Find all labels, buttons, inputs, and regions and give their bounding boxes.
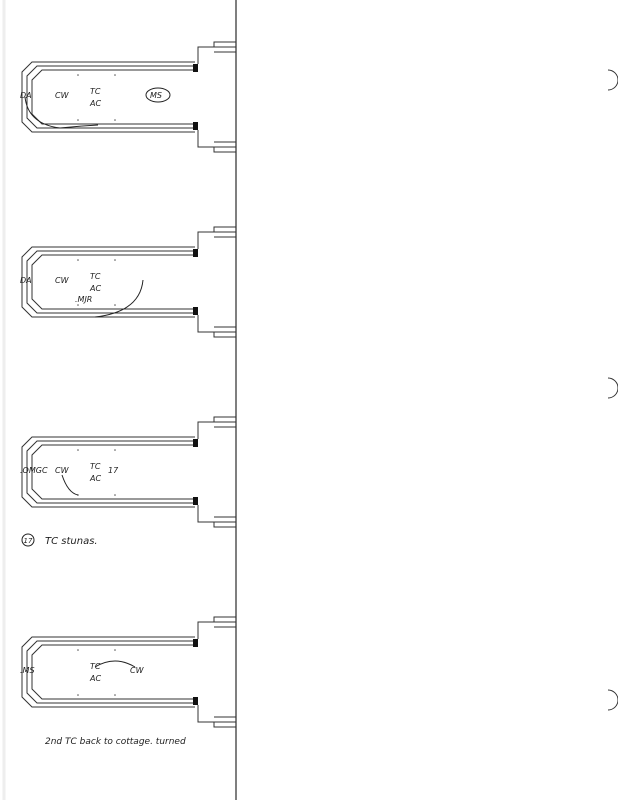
track-outline (31, 644, 195, 700)
marker-dot (114, 494, 116, 496)
track-outline (31, 69, 195, 125)
note-1-text: TC stunas. (45, 536, 98, 547)
ac-label: AC (89, 474, 101, 483)
marker-dot (77, 259, 79, 261)
connector-top (197, 416, 236, 439)
marker-dot (114, 449, 116, 451)
note-2-text: 2nd TC back to cottage. turned (45, 737, 186, 747)
left-label: .MS (20, 666, 35, 675)
cw-label: CW (55, 466, 70, 475)
track-outline (21, 636, 195, 708)
ink-arrow (61, 474, 79, 496)
end-block-top (193, 64, 198, 72)
connector-bottom (197, 705, 236, 728)
end-block-bottom (193, 122, 198, 130)
connector-bottom (197, 505, 236, 528)
connector-top (197, 41, 236, 64)
track-outline (26, 640, 195, 704)
tc-label: TC (90, 87, 101, 96)
track-outline (21, 246, 195, 318)
marker-dot (77, 119, 79, 121)
tunnel-diagram-3: .OMGC CW TC AC 17 (20, 416, 236, 528)
ac-label: AC (89, 674, 101, 683)
ink-arrow (94, 660, 136, 668)
ink-arrow (24, 96, 99, 129)
tc-label: TC (90, 272, 101, 281)
left-label: .OMGC (20, 466, 48, 475)
track-outline (21, 436, 195, 508)
right-label: .MJR (75, 295, 92, 304)
marker-dot (77, 449, 79, 451)
binder-hole-2 (607, 377, 618, 399)
ink-arrow (94, 279, 144, 318)
right-label: CW (130, 666, 145, 675)
marker-dot (77, 649, 79, 651)
note-1-number: 17 (24, 537, 33, 545)
marker-dot (114, 74, 116, 76)
left-label: DA (20, 276, 32, 285)
marker-dot (77, 304, 79, 306)
tc-label: TC (90, 462, 101, 471)
track-outline (26, 250, 195, 314)
binder-hole-3 (607, 689, 618, 711)
track-outline (21, 61, 195, 133)
end-block-bottom (193, 497, 198, 505)
track-outline (31, 254, 195, 310)
marker-dot (77, 694, 79, 696)
end-block-bottom (193, 307, 198, 315)
ac-label: AC (89, 284, 101, 293)
end-block-top (193, 639, 198, 647)
marker-dot (77, 74, 79, 76)
note-number-circle (21, 533, 35, 547)
tunnel-diagram-2: DA CW TC AC .MJR (20, 226, 236, 338)
right-label: MS (150, 91, 162, 100)
connector-top (197, 226, 236, 249)
end-block-bottom (193, 697, 198, 705)
right-label: 17 (108, 466, 119, 475)
end-block-top (193, 439, 198, 447)
marker-dot (114, 649, 116, 651)
marker-dot (114, 304, 116, 306)
marker-dot (114, 694, 116, 696)
track-outline (26, 440, 195, 504)
cw-label: CW (55, 91, 70, 100)
binder-hole-1 (607, 69, 618, 91)
cw-label: CW (55, 276, 70, 285)
end-block-top (193, 249, 198, 257)
left-label: DA (20, 91, 32, 100)
ac-label: AC (89, 99, 101, 108)
tunnel-diagram-1: DA CW TC AC MS (20, 41, 236, 153)
connector-bottom (197, 315, 236, 338)
marker-dot (114, 119, 116, 121)
circled-label (145, 87, 171, 103)
track-outline (31, 444, 195, 500)
connector-bottom (197, 130, 236, 153)
marker-dot (114, 259, 116, 261)
connector-top (197, 616, 236, 639)
